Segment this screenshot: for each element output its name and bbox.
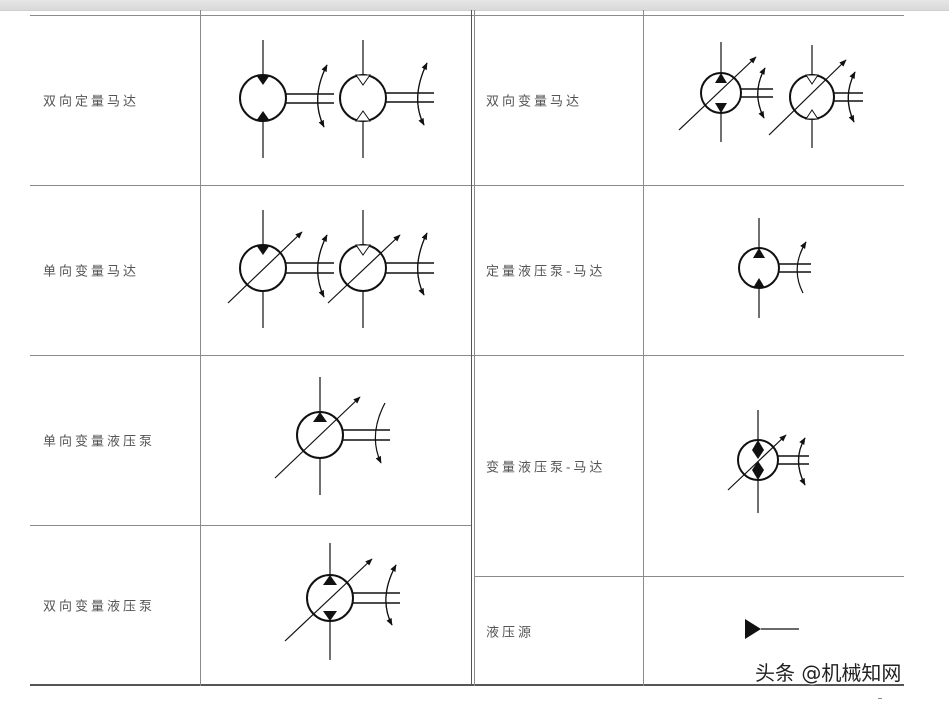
row-divider: [30, 185, 904, 186]
row-label: 定量液压泵-马达: [486, 264, 606, 280]
row-label: 单向变量液压泵: [43, 434, 156, 450]
bidirectional-variable-motor-icon: [678, 42, 863, 148]
column-divider: [200, 10, 201, 686]
row-label: 双向变量马达: [486, 94, 583, 110]
unidirectional-variable-pump-icon: [274, 377, 390, 495]
watermark: 头条 @机械知网: [755, 661, 902, 685]
center-double-divider: [471, 10, 472, 686]
table-bottom-border: [30, 684, 904, 686]
row-label: 单向变量马达: [43, 264, 140, 280]
row-label: 液压源: [486, 625, 535, 641]
column-divider: [643, 10, 644, 686]
hydraulic-source-icon: [745, 619, 799, 639]
row-divider: [30, 355, 904, 356]
variable-pump-motor-icon: [727, 410, 809, 513]
fixed-pump-motor-icon: [738, 218, 811, 318]
unidirectional-variable-motor-icon: [227, 210, 434, 328]
page-mark: [878, 698, 882, 699]
row-divider: [474, 576, 904, 577]
row-label: 双向定量马达: [43, 94, 140, 110]
row-label: 变量液压泵-马达: [486, 460, 606, 476]
row-label: 双向变量液压泵: [43, 599, 156, 615]
bidirectional-fixed-motor-icon: [239, 40, 434, 158]
row-divider: [30, 525, 472, 526]
table-top-border: [30, 15, 904, 16]
bidirectional-variable-pump-icon: [284, 543, 400, 660]
center-double-divider: [474, 10, 475, 686]
